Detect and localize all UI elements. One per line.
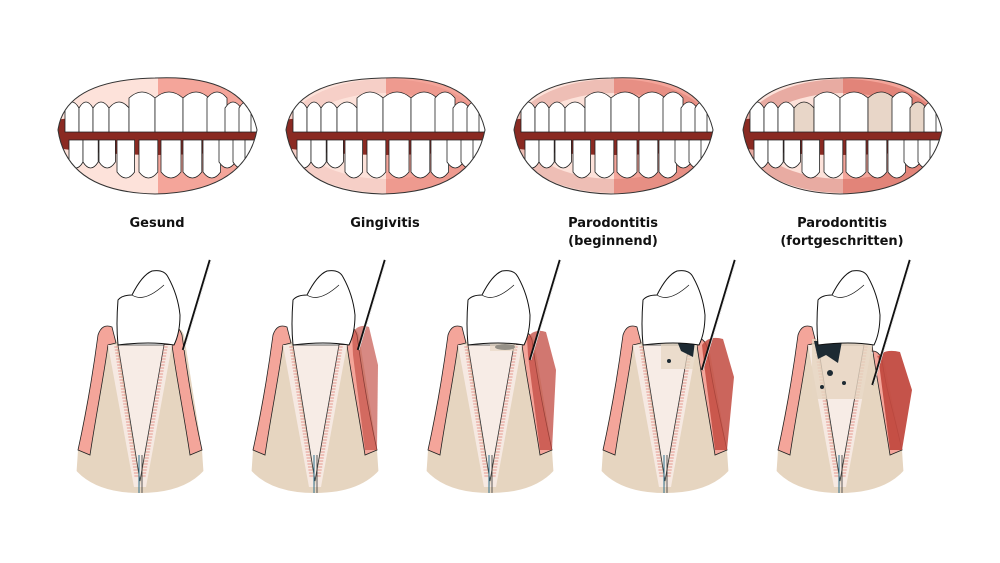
tooth-section-5: [760, 255, 920, 495]
mouth-gesund: [55, 70, 260, 200]
tooth-cross-section-icon: [425, 259, 562, 493]
tooth-section-2: [235, 255, 395, 495]
label-text: Parodontitis: [568, 216, 658, 231]
mouth-icon: [57, 77, 258, 195]
label-text: Gesund: [129, 216, 185, 231]
label-gesund: Gesund: [57, 215, 257, 233]
mouth-icon: [513, 77, 714, 195]
tooth-cross-section-icon: [775, 259, 912, 493]
label-gingivitis: Gingivitis: [285, 215, 485, 233]
mouth-icon: [742, 77, 943, 195]
tooth-section-4: [585, 255, 745, 495]
mouth-parodontitis-fortgeschritten: [740, 70, 945, 200]
label-text: Gingivitis: [350, 216, 420, 231]
tooth-section-3: [410, 255, 570, 495]
label-subtext: (fortgeschritten): [780, 234, 904, 249]
label-subtext: (beginnend): [568, 234, 658, 249]
tooth-cross-section-icon: [600, 259, 737, 493]
tooth-cross-section-icon: [75, 259, 212, 493]
tooth-section-1: [60, 255, 220, 495]
mouth-icon: [285, 77, 486, 195]
tooth-cross-section-icon: [250, 259, 387, 493]
label-text: Parodontitis: [797, 216, 887, 231]
mouth-gingivitis: [283, 70, 488, 200]
label-parodontitis-beginnend: Parodontitis (beginnend): [513, 215, 713, 251]
mouth-parodontitis-beginnend: [511, 70, 716, 200]
label-parodontitis-fortgeschritten: Parodontitis (fortgeschritten): [742, 215, 942, 251]
